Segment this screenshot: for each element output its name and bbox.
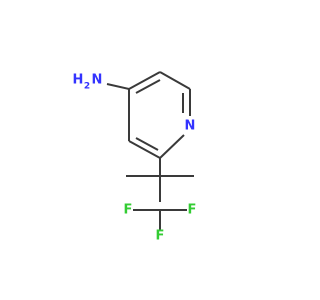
bond-c6-c5 [128, 140, 161, 159]
atom-label-amine-h: H [73, 73, 84, 88]
bond-c3-c2 [159, 71, 191, 90]
atom-label-ring-n: N [185, 119, 196, 134]
bond-ring-n-c6 [159, 134, 185, 159]
atom-label-amine-h-subscript: 2 [84, 82, 90, 92]
atom-labels: H 2 N N F F F [73, 73, 197, 244]
atom-label-f-right: F [188, 203, 197, 218]
bonds [106, 71, 194, 230]
atom-label-f-left: F [124, 203, 133, 218]
bond-amine-c4 [106, 83, 130, 90]
bond-c4-c3-inner [135, 79, 161, 94]
atom-label-f-center: F [156, 229, 165, 244]
molecule-structure-diagram: H 2 N N F F F [73, 71, 197, 244]
bond-c4-c3 [128, 71, 161, 90]
atom-label-amine-n: N [92, 73, 103, 88]
bond-c6-c5-inner [135, 137, 159, 151]
